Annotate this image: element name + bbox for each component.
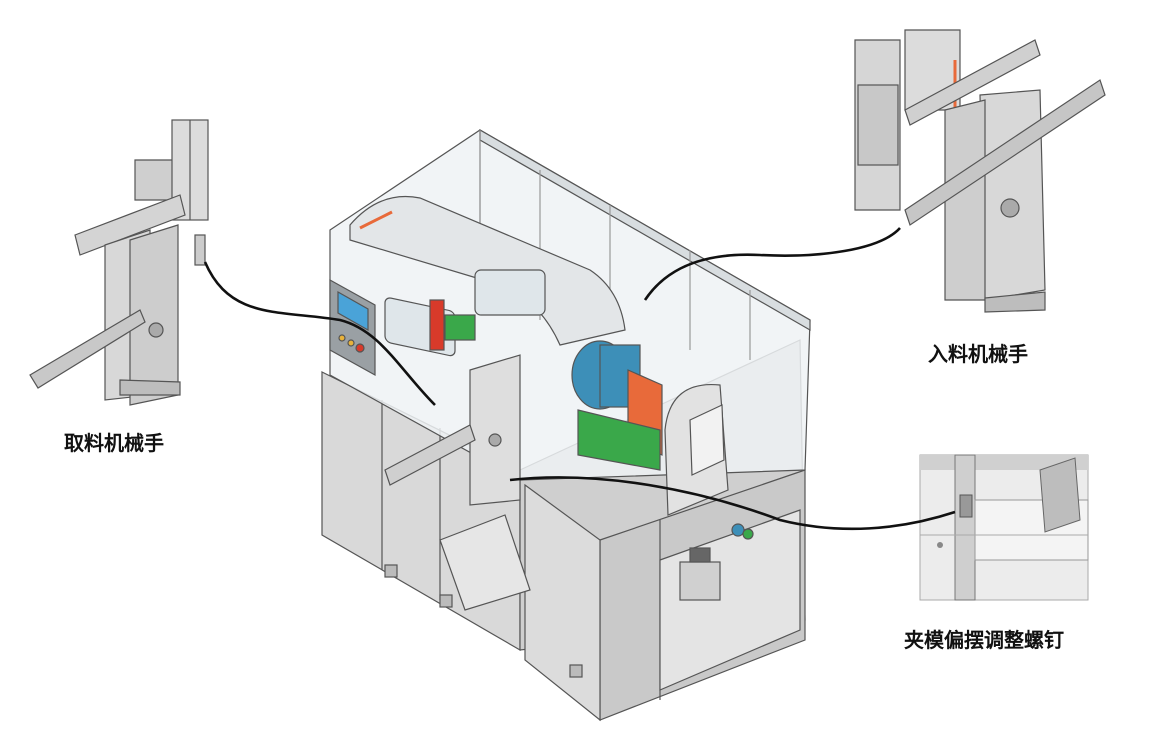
leader-lines [203,227,956,531]
screw-adjust-label: 夹模偏摆调整螺钉 [904,628,1064,652]
robot-arm-icon [29,119,209,406]
robot-arm-icon [854,29,1106,313]
screw-detail-icon [919,454,1089,601]
feed-robot-label: 入料机械手 [928,342,1028,366]
cnc-machine-icon [321,128,811,722]
leader-screw [509,476,956,531]
take-robot-label: 取料机械手 [64,431,164,455]
leader-feed-robot [643,227,901,301]
leader-take-robot [203,261,436,406]
